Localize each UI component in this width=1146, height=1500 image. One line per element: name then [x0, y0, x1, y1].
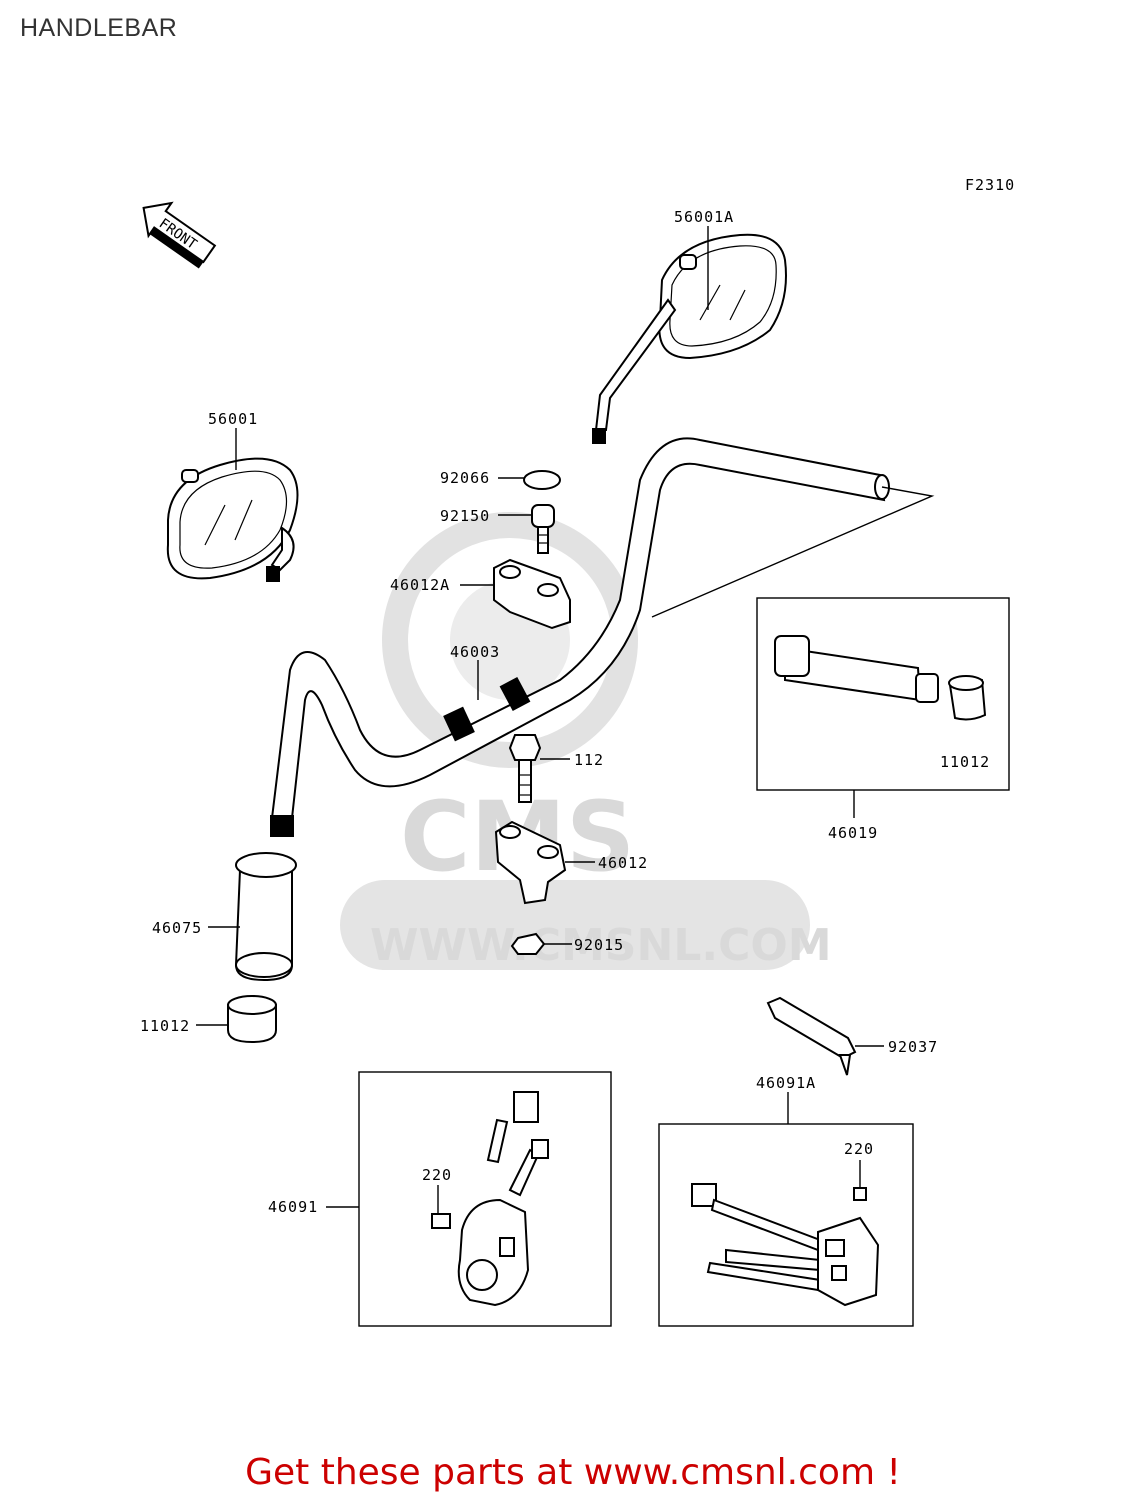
label-92015: 92015: [574, 936, 624, 954]
label-92066: 92066: [440, 469, 490, 487]
switch-housing-46091A: [658, 1123, 914, 1327]
watermark-url: WWW.CMSNL.COM: [370, 920, 832, 971]
label-11012-right: 11012: [940, 753, 990, 771]
grip-46075: [234, 852, 297, 982]
label-92037: 92037: [888, 1038, 938, 1056]
holder-46012A: [493, 558, 571, 630]
label-92150: 92150: [440, 507, 490, 525]
label-46012: 46012: [598, 854, 648, 872]
mirror-left: [166, 457, 299, 582]
bolt-112: [508, 734, 542, 803]
page-title: HANDLEBAR: [20, 14, 178, 42]
throttle-grip-assembly-46019: [651, 486, 1010, 818]
label-220-right: 220: [844, 1140, 874, 1158]
label-46075: 46075: [152, 919, 202, 937]
clamp-92037: [766, 996, 857, 1076]
leader-lines: [196, 226, 884, 1214]
label-11012-left: 11012: [140, 1017, 190, 1035]
label-46091: 46091: [268, 1198, 318, 1216]
label-220-left: 220: [422, 1166, 452, 1184]
nut-92015: [510, 932, 546, 955]
label-46003: 46003: [450, 643, 500, 661]
holder-46012: [494, 820, 567, 905]
endcap-11012-left: [227, 995, 277, 1044]
cap-92066: [523, 470, 561, 490]
part-labels: 56001A 56001 92066 92150 46012A 46003 11…: [140, 208, 990, 1216]
bolt-92150: [531, 504, 555, 554]
label-56001: 56001: [208, 410, 258, 428]
label-46091A: 46091A: [756, 1074, 816, 1092]
switch-housing-46091: [358, 1071, 612, 1327]
label-46012A: 46012A: [390, 576, 450, 594]
mirror-right: [592, 233, 787, 444]
label-56001A: 56001A: [674, 208, 734, 226]
figure-code: F2310: [965, 176, 1015, 194]
handlebar-exploded-diagram: CMS WWW.CMSNL.COM F2310 FRONT: [140, 176, 1015, 1327]
cmsnl-promo-link[interactable]: Get these parts at www.cmsnl.com !: [245, 1452, 901, 1493]
label-46019: 46019: [828, 824, 878, 842]
front-arrow-icon: FRONT: [142, 201, 217, 269]
label-112: 112: [574, 751, 604, 769]
